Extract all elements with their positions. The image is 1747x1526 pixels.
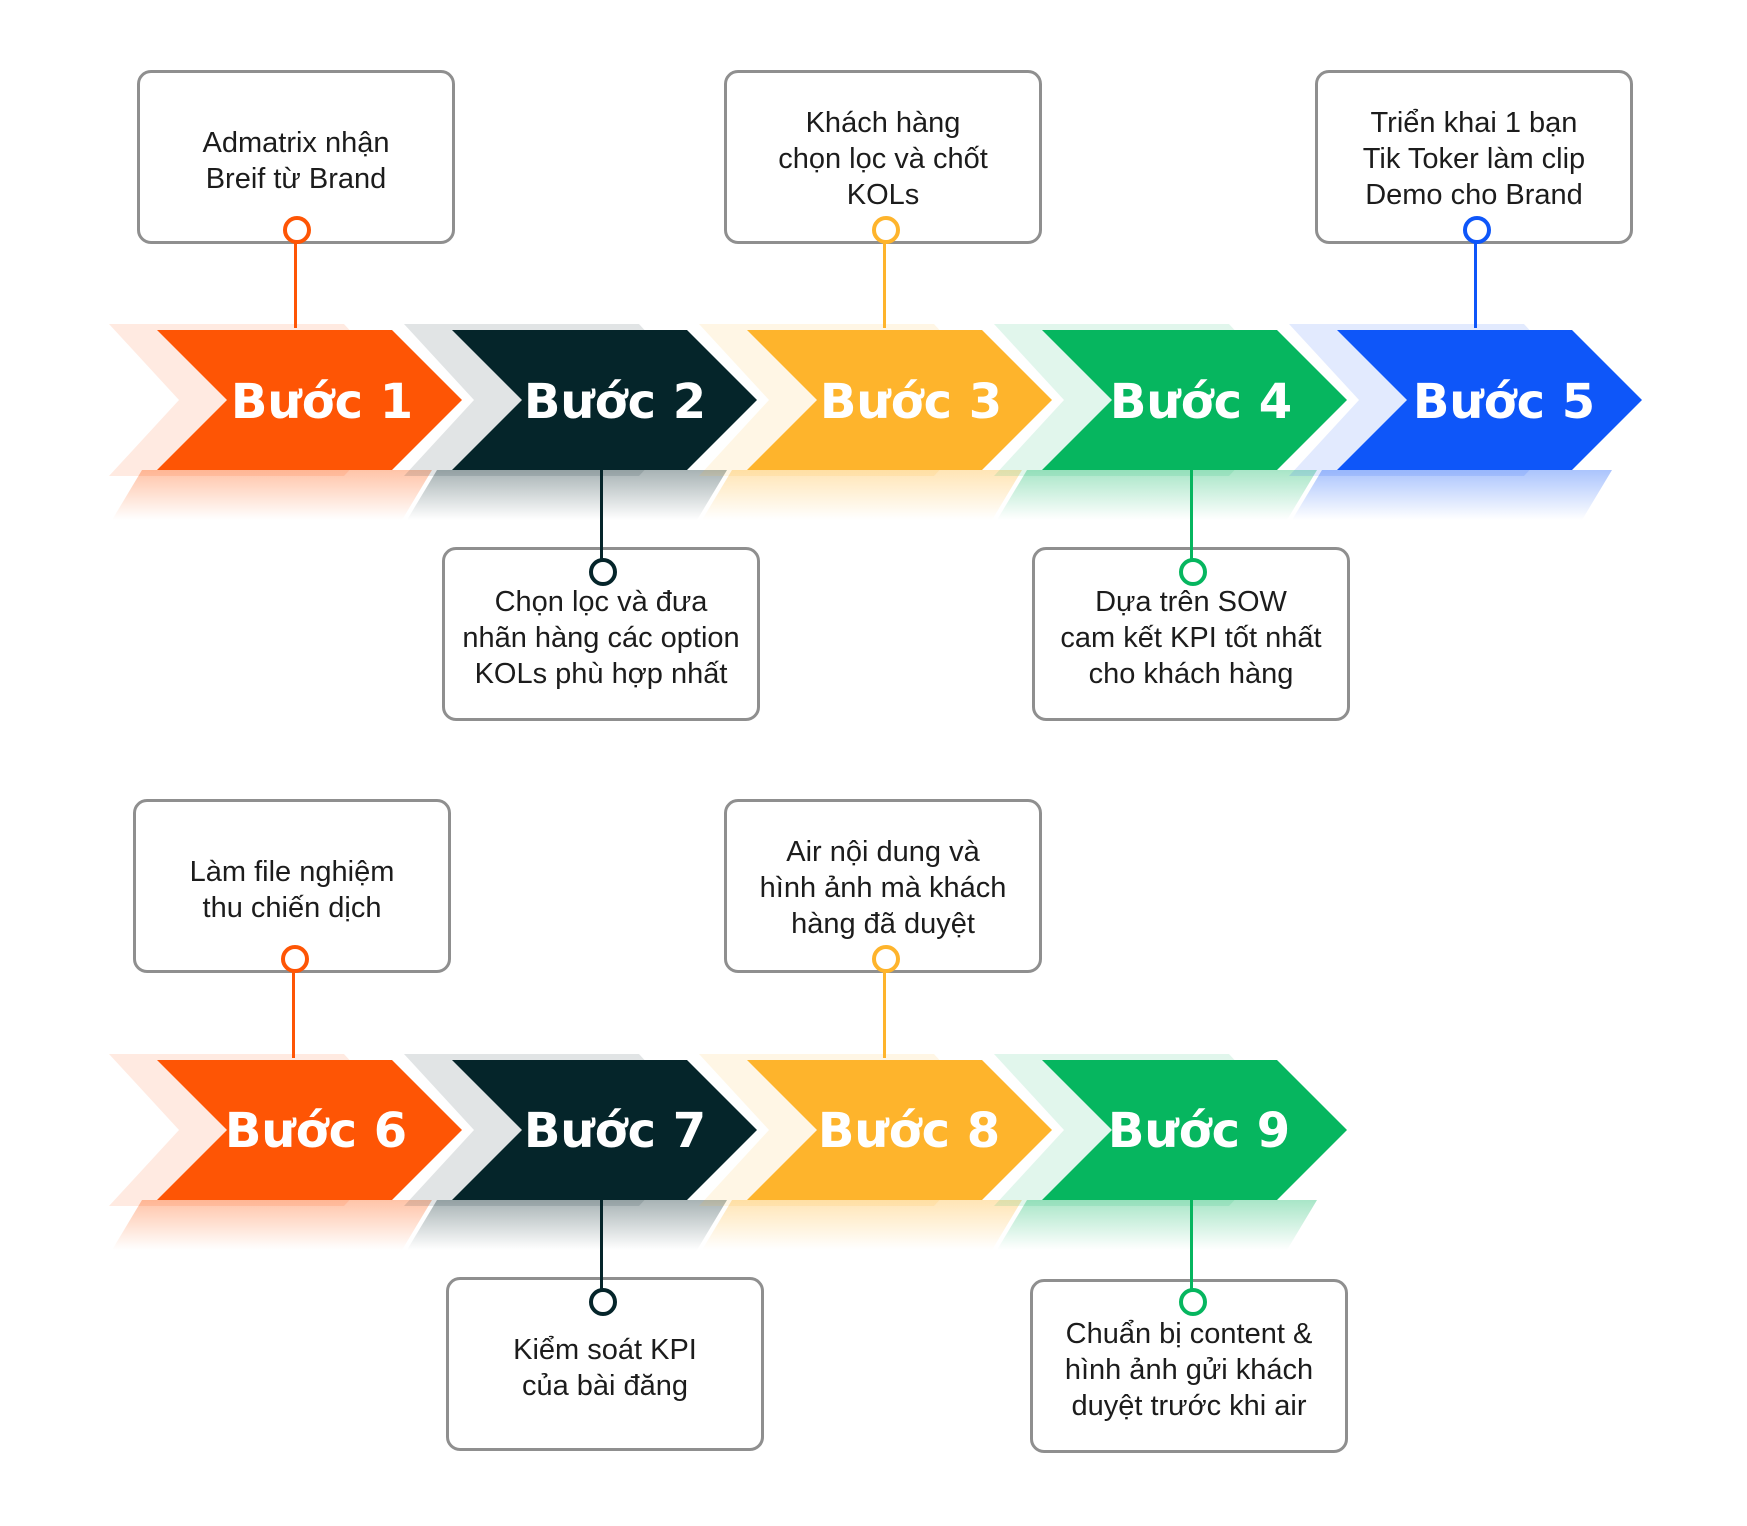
step-3-note: Khách hàng chọn lọc và chốt KOLs xyxy=(778,107,988,211)
step-5-note-box: Triển khai 1 bạn Tik Toker làm clip Demo… xyxy=(1315,70,1633,244)
step-7-node xyxy=(589,1288,617,1316)
step-2-shadow xyxy=(407,470,727,520)
step-3-shadow xyxy=(702,470,1022,520)
step-7-chevron xyxy=(452,1060,757,1200)
step-7-connector xyxy=(600,1198,603,1290)
step-9-label: Bước 9 xyxy=(1107,1103,1291,1159)
step-3-chevron xyxy=(747,330,1052,470)
step-2-node xyxy=(589,558,617,586)
step-8-connector xyxy=(883,968,886,1058)
step-9-note-box: Chuẩn bị content & hình ảnh gửi khách du… xyxy=(1030,1279,1348,1453)
step-7-label: Bước 7 xyxy=(523,1103,707,1159)
step-5-chevron xyxy=(1337,330,1642,470)
step-5-note: Triển khai 1 bạn Tik Toker làm clip Demo… xyxy=(1362,107,1586,211)
step-9-note: Chuẩn bị content & hình ảnh gửi khách du… xyxy=(1064,1318,1314,1422)
step-9-shadow xyxy=(997,1200,1317,1250)
step-2-chevron xyxy=(452,330,757,470)
step-1-note-box: Admatrix nhận Breif từ Brand xyxy=(137,70,455,244)
step-4-chevron xyxy=(1042,330,1347,470)
step-1-node xyxy=(283,216,311,244)
step-3-node xyxy=(872,216,900,244)
step-4-shadow xyxy=(997,470,1317,520)
step-6-connector xyxy=(292,968,295,1058)
step-8-label: Bước 8 xyxy=(817,1103,1001,1159)
step-4-connector xyxy=(1190,470,1193,560)
step-5-node xyxy=(1463,216,1491,244)
step-6-note: Làm file nghiệm thu chiến dịch xyxy=(189,856,395,924)
step-5-label: Bước 5 xyxy=(1412,374,1596,430)
step-2-connector xyxy=(600,470,603,560)
step-9-chevron xyxy=(1042,1060,1347,1200)
step-6-note-box: Làm file nghiệm thu chiến dịch xyxy=(133,799,451,973)
step-6-shadow xyxy=(112,1200,432,1250)
step-8-note-box: Air nội dung và hình ảnh mà khách hàng đ… xyxy=(724,799,1042,973)
step-2-note: Chọn lọc và đưa nhãn hàng các option KOL… xyxy=(462,586,740,690)
step-3-note-box: Khách hàng chọn lọc và chốt KOLs xyxy=(724,70,1042,244)
step-9-connector xyxy=(1190,1198,1193,1290)
step-2-label: Bước 2 xyxy=(523,374,707,430)
step-4-note: Dựa trên SOW cam kết KPI tốt nhất cho kh… xyxy=(1060,586,1322,690)
step-4-node xyxy=(1179,558,1207,586)
step-8-node xyxy=(872,945,900,973)
step-1-chevron xyxy=(157,330,462,470)
step-8-note: Air nội dung và hình ảnh mà khách hàng đ… xyxy=(759,836,1007,940)
step-4-label: Bước 4 xyxy=(1109,374,1293,430)
step-9-node xyxy=(1179,1288,1207,1316)
step-5-connector xyxy=(1474,240,1477,328)
step-6-label: Bước 6 xyxy=(224,1103,408,1159)
step-6-node xyxy=(281,945,309,973)
step-8-shadow xyxy=(702,1200,1022,1250)
step-1-label: Bước 1 xyxy=(230,374,414,430)
step-5-shadow xyxy=(1292,470,1612,520)
step-8-chevron xyxy=(747,1060,1052,1200)
step-1-note: Admatrix nhận Breif từ Brand xyxy=(202,127,390,195)
step-3-label: Bước 3 xyxy=(819,374,1003,430)
step-3-connector xyxy=(883,240,886,328)
step-1-connector xyxy=(294,240,297,328)
step-6-chevron xyxy=(157,1060,462,1200)
step-7-note: Kiểm soát KPI của bài đăng xyxy=(513,1334,697,1402)
step-1-shadow xyxy=(112,470,432,520)
step-7-shadow xyxy=(407,1200,727,1250)
